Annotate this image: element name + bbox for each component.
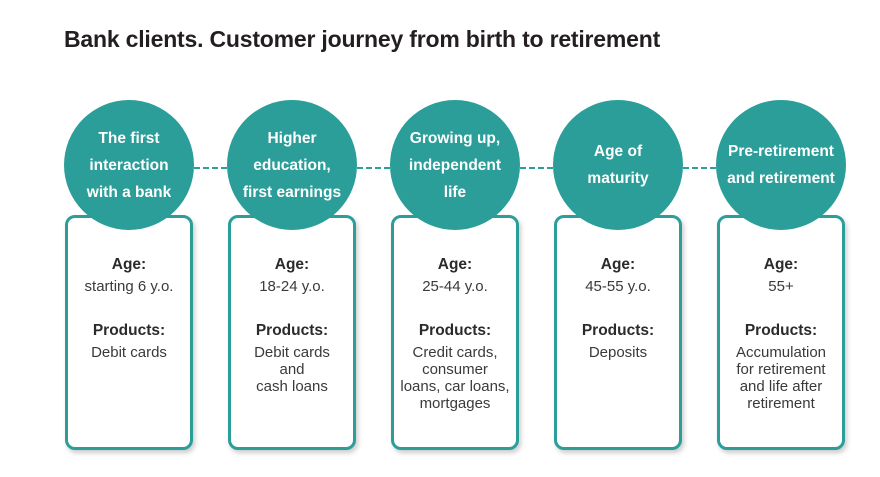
stage-card: Age: 18-24 y.o. Products: Debit cards an…	[228, 215, 356, 450]
stage-card: Age: 45-55 y.o. Products: Deposits	[554, 215, 682, 450]
products-label: Products:	[744, 322, 818, 339]
stage-circle: Pre-retirement and retirement	[716, 100, 846, 230]
age-label: Age:	[763, 256, 799, 273]
stage-retirement: Pre-retirement and retirement Age: 55+ P…	[716, 100, 846, 452]
stage-card: Age: starting 6 y.o. Products: Debit car…	[65, 215, 193, 450]
stage-circle-label: Growing up, independent life	[408, 129, 502, 201]
age-value: 25-44 y.o.	[422, 278, 488, 295]
page-title: Bank clients. Customer journey from birt…	[64, 26, 661, 52]
age-label: Age:	[600, 256, 636, 273]
products-label: Products:	[581, 322, 655, 339]
stage-circle-label: Pre-retirement and retirement	[727, 143, 835, 187]
stage-circle-label: Higher education, first earnings	[242, 129, 342, 201]
stage-card: Age: 55+ Products: Accumulation for reti…	[717, 215, 845, 450]
stage-circle-label: The first interaction with a bank	[86, 129, 172, 201]
age-label: Age:	[111, 256, 147, 273]
age-value: 18-24 y.o.	[259, 278, 325, 295]
products-label: Products:	[255, 322, 329, 339]
age-label: Age:	[437, 256, 473, 273]
stage-first-interaction: The first interaction with a bank Age: s…	[64, 100, 194, 452]
stage-growing-up: Growing up, independent life Age: 25-44 …	[390, 100, 520, 452]
age-value: 55+	[768, 278, 794, 295]
stage-age-of-maturity: Age of maturity Age: 45-55 y.o. Products…	[553, 100, 683, 452]
products-value: Credit cards, consumer loans, car loans,…	[400, 344, 510, 412]
stage-circle-label: Age of maturity	[587, 143, 649, 187]
products-label: Products:	[418, 322, 492, 339]
connector-dashed-line	[194, 167, 227, 169]
products-value: Debit cards and cash loans	[254, 344, 330, 395]
connector-dashed-line	[683, 167, 716, 169]
age-value: 45-55 y.o.	[585, 278, 651, 295]
connector-dashed-line	[357, 167, 390, 169]
stage-circle: Growing up, independent life	[390, 100, 520, 230]
stage-circle: The first interaction with a bank	[64, 100, 194, 230]
products-value: Debit cards	[91, 344, 167, 361]
products-value: Deposits	[588, 344, 648, 361]
stage-card: Age: 25-44 y.o. Products: Credit cards, …	[391, 215, 519, 450]
stage-higher-education: Higher education, first earnings Age: 18…	[227, 100, 357, 452]
connector-dashed-line	[520, 167, 553, 169]
age-label: Age:	[274, 256, 310, 273]
age-value: starting 6 y.o.	[84, 278, 174, 295]
products-label: Products:	[92, 322, 166, 339]
products-value: Accumulation for retirement and life aft…	[735, 344, 827, 412]
stage-circle: Age of maturity	[553, 100, 683, 230]
stage-circle: Higher education, first earnings	[227, 100, 357, 230]
